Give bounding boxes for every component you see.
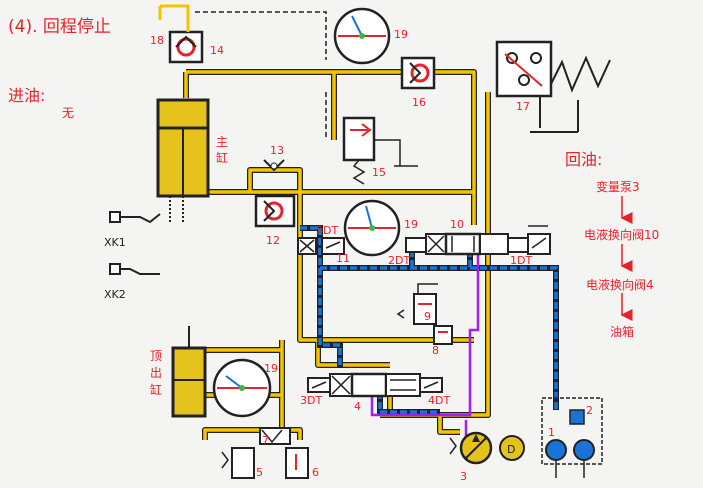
pressure-gauge-mid xyxy=(343,199,401,257)
return-step-valve10: 电液换向阀10 xyxy=(584,228,660,242)
return-step-pump: 变量泵3 xyxy=(596,180,640,194)
component-number-13: 13 xyxy=(270,144,284,157)
pump-1 xyxy=(541,397,603,478)
return-lines xyxy=(300,225,559,415)
component-number-4: 4 xyxy=(354,400,361,413)
pressure-gauge-top xyxy=(333,7,391,65)
valve-17 xyxy=(495,40,611,133)
component-number-10: 10 xyxy=(450,218,464,231)
inlet-value: 无 xyxy=(62,106,75,120)
main-cyl-label-2: 缸 xyxy=(216,150,228,165)
component-number-11: 11 xyxy=(336,252,350,265)
valve-15 xyxy=(342,116,418,185)
ejector-cylinder xyxy=(171,326,207,418)
ejector-label-1: 顶 xyxy=(150,349,162,363)
suction-line xyxy=(370,250,480,438)
valve-14 xyxy=(158,4,204,64)
component-number-12: 12 xyxy=(266,234,280,247)
component-number-19: 19 xyxy=(264,362,278,375)
valve-4 xyxy=(307,372,443,398)
component-number-16: 16 xyxy=(412,96,426,109)
return-title: 回油: xyxy=(565,150,603,169)
valve-12 xyxy=(254,194,296,228)
step-heading: (4). 回程停止 xyxy=(8,17,111,37)
component-number-18: 18 xyxy=(150,34,164,47)
solenoid-5dt-label: 5DT xyxy=(316,224,338,237)
main-cylinder xyxy=(156,98,210,224)
component-number-9: 9 xyxy=(424,310,431,323)
pressure-gauge-bottom xyxy=(212,358,272,418)
component-number-6: 6 xyxy=(312,466,319,479)
component-numbers: 18 14 19 16 17 13 15 12 19 10 11 9 8 19 … xyxy=(150,28,593,483)
valve-16 xyxy=(400,56,436,90)
solenoid-1dt-label: 1DT xyxy=(510,254,532,267)
valve-5 xyxy=(221,447,255,479)
component-number-19: 19 xyxy=(394,28,408,41)
limit-switch-xk1 xyxy=(109,211,161,224)
component-number-7: 7 xyxy=(262,434,269,447)
return-step-tank: 油箱 xyxy=(610,325,635,339)
component-number-1: 1 xyxy=(548,426,555,439)
valve-6 xyxy=(285,447,309,479)
valve-8 xyxy=(433,325,453,345)
component-number-5: 5 xyxy=(256,466,263,479)
valve-9 xyxy=(396,283,438,325)
component-number-3: 3 xyxy=(460,470,467,483)
component-number-17: 17 xyxy=(516,100,530,113)
solenoid-3dt-label: 3DT xyxy=(300,394,322,407)
solenoid-2dt-label: 2DT xyxy=(388,254,410,267)
valve-13 xyxy=(263,159,285,172)
inlet-label: 进油: xyxy=(8,86,46,105)
ejector-label-2: 出 xyxy=(150,366,162,380)
limit-switch-xk2 xyxy=(109,263,160,275)
svg-text:D: D xyxy=(507,443,515,456)
return-step-valve4: 电液换向阀4 xyxy=(586,278,654,292)
component-number-15: 15 xyxy=(372,166,386,179)
pump-3: D xyxy=(449,431,525,465)
valve-11 xyxy=(297,237,345,255)
main-cyl-label-1: 主 xyxy=(216,135,228,149)
ejector-label-3: 缸 xyxy=(150,382,162,397)
component-number-2: 2 xyxy=(586,404,593,417)
solenoid-4dt-label: 4DT xyxy=(428,394,450,407)
pilot-lines xyxy=(195,11,327,140)
xk2-label: XK2 xyxy=(104,288,126,301)
component-number-14: 14 xyxy=(210,44,224,57)
valve-10 xyxy=(405,225,551,256)
valve-7 xyxy=(259,427,291,445)
xk1-label: XK1 xyxy=(104,236,126,249)
component-number-8: 8 xyxy=(432,344,439,357)
component-number-19: 19 xyxy=(404,218,418,231)
